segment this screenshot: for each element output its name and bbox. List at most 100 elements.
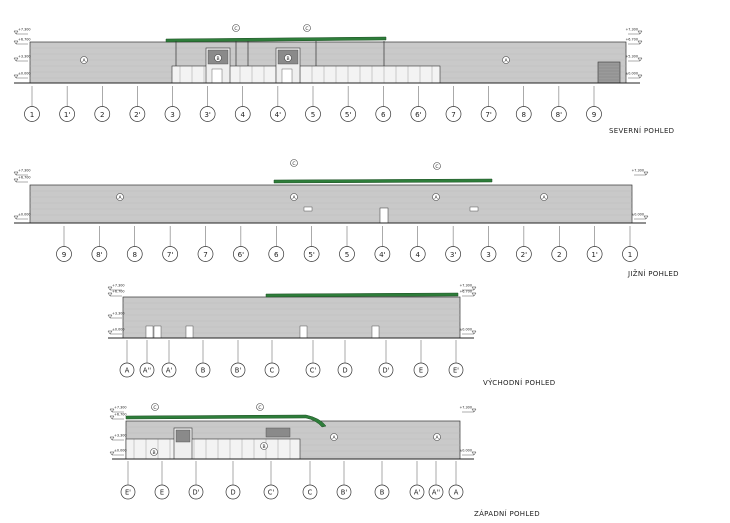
axis-bubble-2-2 bbox=[161, 362, 177, 378]
axis-label-1-10: 4 bbox=[415, 250, 420, 259]
axis-label-3-2: D' bbox=[193, 489, 200, 497]
axis-label-1-4: 7 bbox=[203, 250, 208, 259]
north-level-left-2-mark bbox=[13, 57, 19, 62]
axis-label-1-12: 3 bbox=[486, 250, 491, 259]
axis-label-0-1: 1' bbox=[64, 110, 71, 119]
view-title-west: ZÁPADNÍ POHLED bbox=[474, 510, 540, 518]
north-level-right-0: +7.300 bbox=[625, 28, 638, 32]
south-level-left-1-mark bbox=[13, 178, 19, 183]
axis-bubble-2-4 bbox=[230, 362, 246, 378]
axis-bubble-3-1 bbox=[154, 484, 170, 500]
axis-label-1-11: 3' bbox=[450, 250, 457, 259]
west-level-left-2-mark bbox=[109, 436, 115, 441]
north-zone-a1-circle bbox=[80, 56, 88, 64]
east-level-left-0: +7.300 bbox=[112, 284, 125, 288]
axis-bubble-1-8 bbox=[339, 246, 355, 262]
south-level-right-1: ±0.000 bbox=[631, 213, 644, 217]
north-level-right-0-mark bbox=[637, 30, 643, 35]
east-level-right-2: ±0.000 bbox=[459, 328, 472, 332]
axis-bubble-1-0 bbox=[56, 246, 72, 262]
axis-bubble-0-13 bbox=[480, 106, 497, 122]
east-door-0 bbox=[145, 325, 154, 339]
axis-label-0-9: 5' bbox=[345, 110, 352, 119]
west-zone-b1-circle bbox=[150, 448, 158, 456]
east-level-left-3-mark bbox=[107, 330, 113, 335]
south-zone-a4: A bbox=[542, 195, 546, 201]
axis-bubble-2-3 bbox=[195, 362, 211, 378]
south-level-left-0: +7.300 bbox=[18, 169, 31, 173]
west-level-left-2: +3.300 bbox=[114, 434, 127, 438]
axis-label-3-0: E' bbox=[125, 489, 131, 497]
north-door-2 bbox=[281, 68, 293, 84]
axis-bubble-3-3 bbox=[225, 484, 241, 500]
axis-bubble-1-6 bbox=[268, 246, 285, 262]
axis-bubble-1-9 bbox=[374, 246, 391, 262]
south-level-left-2-mark bbox=[13, 215, 19, 220]
axis-label-1-3: 7' bbox=[167, 250, 174, 259]
east-door-2 bbox=[185, 325, 194, 339]
axis-bubble-2-1 bbox=[139, 362, 155, 378]
north-level-left-1-mark bbox=[13, 40, 19, 45]
axis-label-2-10: E' bbox=[453, 367, 459, 375]
view-title-north: SEVERNÍ POHLED bbox=[609, 127, 675, 135]
north-zone-a2-circle bbox=[502, 56, 510, 64]
axis-label-1-8: 5 bbox=[345, 250, 350, 259]
axis-bubble-0-3 bbox=[129, 106, 146, 122]
axis-label-3-4: C' bbox=[268, 489, 275, 497]
axis-label-0-10: 6 bbox=[381, 110, 386, 119]
axis-label-2-7: D bbox=[342, 367, 347, 375]
north-canopy bbox=[165, 36, 387, 43]
east-level-left-1-mark bbox=[107, 292, 113, 297]
axis-bubble-1-15 bbox=[586, 246, 603, 262]
axis-bubble-2-0 bbox=[119, 362, 135, 378]
axis-bubble-3-4 bbox=[263, 484, 279, 500]
west-zone-a2: A bbox=[435, 435, 439, 441]
west-level-right-0-mark bbox=[471, 408, 477, 413]
axis-bubble-1-7 bbox=[303, 246, 320, 262]
axis-label-0-2: 2 bbox=[100, 110, 105, 119]
axis-label-3-8: A' bbox=[414, 489, 421, 497]
west-entrance-panel bbox=[175, 429, 191, 443]
axis-label-0-12: 7 bbox=[451, 110, 456, 119]
axis-bubble-0-4 bbox=[164, 106, 181, 122]
south-zone-a4-circle bbox=[540, 193, 548, 201]
axis-bubble-1-3 bbox=[162, 246, 178, 262]
axis-label-1-7: 5' bbox=[308, 250, 315, 259]
axis-label-1-14: 2 bbox=[557, 250, 562, 259]
axis-bubble-0-6 bbox=[234, 106, 251, 122]
east-canopy bbox=[265, 292, 459, 298]
axis-label-0-6: 4 bbox=[240, 110, 245, 119]
east-level-left-1: +6.700 bbox=[112, 290, 125, 294]
north-level-right-1: +6.700 bbox=[625, 38, 638, 42]
south-zone-a2: A bbox=[292, 195, 296, 201]
axis-label-2-5: C bbox=[270, 367, 275, 375]
axis-bubble-0-5 bbox=[199, 106, 216, 122]
west-zone-b1: B bbox=[152, 450, 155, 456]
south-window-1 bbox=[303, 206, 313, 212]
axis-label-0-13: 7' bbox=[485, 110, 492, 119]
axis-bubble-0-11 bbox=[410, 106, 427, 122]
axis-bubble-0-8 bbox=[305, 106, 321, 122]
axis-label-2-4: B' bbox=[235, 367, 242, 375]
east-level-right-1-mark bbox=[471, 292, 477, 297]
view-title-east: VÝCHODNÍ POHLED bbox=[483, 379, 556, 387]
axis-label-1-13: 2' bbox=[521, 250, 528, 259]
axis-bubble-3-0 bbox=[120, 484, 136, 500]
axis-bubble-3-6 bbox=[336, 484, 352, 500]
axis-bubble-0-16 bbox=[586, 106, 602, 122]
axis-bubble-2-8 bbox=[378, 362, 394, 378]
axis-bubble-1-14 bbox=[551, 246, 568, 262]
south-canopy-tag-1: C bbox=[292, 161, 295, 167]
north-zone-b2: B bbox=[286, 56, 289, 62]
north-zone-b1-circle bbox=[214, 54, 222, 62]
axis-label-2-0: A bbox=[125, 367, 130, 375]
south-zone-a1-circle bbox=[116, 193, 124, 201]
axis-label-0-16: 9 bbox=[592, 110, 597, 119]
north-level-left-3-mark bbox=[13, 74, 19, 79]
south-canopy-tag-2-circle bbox=[433, 162, 441, 170]
axis-label-0-3: 2' bbox=[134, 110, 141, 119]
axis-label-2-6: C' bbox=[310, 367, 317, 375]
north-level-left-0-mark bbox=[13, 30, 19, 35]
east-level-left-0-mark bbox=[107, 286, 113, 291]
south-level-left-2: ±0.000 bbox=[18, 213, 31, 217]
